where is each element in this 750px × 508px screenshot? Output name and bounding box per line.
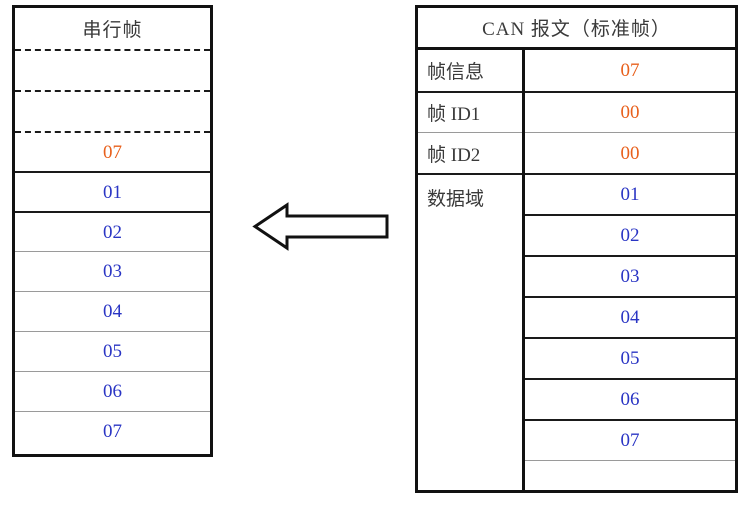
- serial-frame-value: 01: [103, 181, 122, 203]
- serial-frame-row: 01: [15, 171, 210, 211]
- can-message-value: 03: [620, 266, 640, 287]
- can-message-value: 04: [620, 307, 640, 328]
- serial-frame-value: 06: [103, 381, 122, 402]
- serial-frame-row: 07: [15, 131, 210, 171]
- can-message-value-cell: 04: [525, 296, 735, 337]
- can-message-value: 07: [620, 430, 640, 451]
- serial-frame-value: 03: [103, 261, 122, 282]
- can-message-value-cell: [525, 460, 735, 508]
- serial-frame-row: 03: [15, 251, 210, 291]
- can-message-value-cell: 07: [525, 419, 735, 460]
- can-message-value: 02: [620, 225, 640, 246]
- serial-frame-row: 04: [15, 291, 210, 331]
- serial-frame-placeholder-row: [15, 90, 210, 131]
- can-message-label-cell: 帧 ID1: [418, 91, 522, 132]
- can-message-value-cell: 07: [525, 50, 735, 91]
- can-message-label-cell: 帧 ID2: [418, 132, 522, 173]
- serial-frame-value: 04: [103, 301, 122, 322]
- can-message-header-row: CAN 报文（标准帧）: [418, 8, 735, 50]
- can-message-value: 06: [620, 389, 640, 410]
- serial-frame-table: 串行帧 07 01 02 03 04 05 06 07: [12, 5, 213, 457]
- can-message-value: 05: [620, 348, 640, 369]
- serial-frame-value: 05: [103, 341, 122, 362]
- can-message-value-cell: 06: [525, 378, 735, 419]
- can-message-value-cell: 02: [525, 214, 735, 255]
- can-message-value: 01: [620, 184, 640, 205]
- can-message-value: 00: [620, 102, 640, 123]
- can-message-table: CAN 报文（标准帧） 帧信息 帧 ID1 帧 ID2 数据域 07 00: [415, 5, 738, 493]
- can-label-frame-id1: 帧 ID1: [427, 104, 481, 125]
- serial-frame-row: 05: [15, 331, 210, 371]
- serial-frame-row: 07: [15, 411, 210, 451]
- can-message-label-column: 帧信息 帧 ID1 帧 ID2 数据域: [418, 50, 525, 490]
- can-message-title: CAN 报文（标准帧）: [482, 19, 671, 40]
- transfer-arrow-icon: [252, 202, 389, 251]
- can-message-label-cell: 帧信息: [418, 50, 522, 91]
- serial-frame-value: 02: [103, 221, 122, 243]
- serial-frame-title: 串行帧: [82, 20, 143, 41]
- can-message-value-cell: 00: [525, 132, 735, 173]
- can-message-value-cell: 01: [525, 173, 735, 214]
- serial-frame-value: 07: [103, 421, 122, 442]
- serial-frame-row: 06: [15, 371, 210, 411]
- can-message-value-cell: 03: [525, 255, 735, 296]
- can-message-value-column: 07 00 00 01 02 03 04 05: [525, 50, 735, 490]
- can-label-frame-info: 帧信息: [427, 62, 485, 83]
- serial-frame-placeholder-row: [15, 49, 210, 90]
- can-message-value: 07: [620, 60, 640, 81]
- serial-frame-row: 02: [15, 211, 210, 251]
- serial-frame-value: 07: [103, 141, 122, 163]
- can-message-value-cell: 00: [525, 91, 735, 132]
- can-label-frame-id2: 帧 ID2: [427, 144, 481, 166]
- can-message-value-cell: 05: [525, 337, 735, 378]
- can-message-body: 帧信息 帧 ID1 帧 ID2 数据域 07 00 00 01: [418, 50, 735, 490]
- serial-frame-header-row: 串行帧: [15, 8, 210, 49]
- can-message-label-cell: 数据域: [418, 173, 522, 490]
- can-label-data-field: 数据域: [427, 189, 485, 210]
- can-message-value: 00: [620, 142, 640, 164]
